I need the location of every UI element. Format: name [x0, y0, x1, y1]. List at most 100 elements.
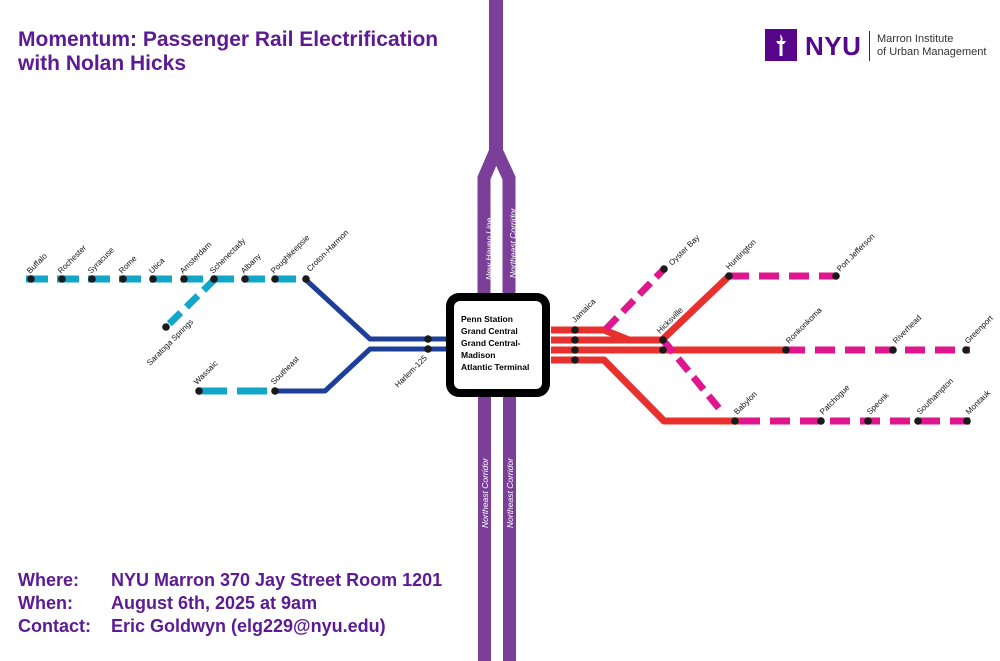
when-label: When:	[18, 593, 73, 613]
lirr-babylon-branch	[551, 356, 740, 425]
northeast-corridor-label-right: Northeast Corridor	[505, 457, 515, 528]
station-dot-jamaica-4	[571, 356, 579, 364]
station-label-patchogue: Patchogue	[818, 383, 852, 417]
nyu-wordmark: NYU	[805, 31, 862, 61]
station-dot-amsterdam	[180, 275, 188, 283]
station-label-poughkeepsie: Poughkeepsie	[269, 233, 312, 276]
station-dot-saratoga-springs	[162, 323, 170, 331]
station-label-rochester: Rochester	[56, 243, 88, 275]
northeast-corridor-branch	[490, 147, 516, 300]
where-label: Where:	[18, 570, 80, 590]
institute-line-1: Marron Institute	[877, 33, 954, 45]
station-label-ronkonkoma: Ronkonkoma	[784, 305, 824, 345]
station-label-rome: Rome	[117, 254, 139, 276]
station-label-southeast: Southeast	[269, 354, 301, 386]
where-value: NYU Marron 370 Jay Street Room 1201	[111, 570, 443, 590]
empire-corridor	[26, 275, 306, 395]
institute-line-2: of Urban Management	[877, 46, 987, 58]
station-dot-utica	[149, 275, 157, 283]
station-label-speonk: Speonk	[865, 390, 891, 416]
station-dot-rochester	[58, 275, 66, 283]
station-label-southampton: Southampton	[915, 376, 955, 416]
hudson-line	[303, 277, 450, 342]
oyster-bay-branch-dashed	[603, 265, 668, 332]
station-label-jamaica: Jamaica	[570, 297, 598, 325]
northeast-corridor-label-left: Northeast Corridor	[480, 457, 490, 528]
station-dot-hicksville-a	[659, 336, 667, 344]
station-dot-ronkonkoma	[782, 346, 790, 354]
hub-box: Penn Station Grand Central Grand Central…	[446, 293, 550, 397]
station-dot-greenport	[962, 346, 970, 354]
station-label-croton-harmon: Croton-Harmon	[305, 228, 350, 273]
event-details: Where: NYU Marron 370 Jay Street Room 120…	[18, 569, 442, 638]
hub-label-1: Penn Station	[461, 314, 513, 324]
station-dot-jamaica-2	[571, 336, 579, 344]
station-dots	[27, 265, 971, 425]
lirr-extension-lines	[603, 265, 972, 425]
new-haven-line-label: New Haven Line	[484, 217, 494, 280]
station-dot-speonk	[864, 417, 872, 425]
station-dot-harlem-125-a	[424, 335, 432, 343]
event-title-line-2: with Nolan Hicks	[18, 52, 187, 75]
station-label-wassaic: Wassaic	[192, 359, 220, 387]
contact-row: Contact:Eric Goldwyn (elg229@nyu.edu)	[18, 615, 442, 638]
station-dot-oyster-bay	[660, 265, 668, 273]
hub-label-2: Grand Central	[461, 326, 518, 336]
northeast-corridor-south-left	[478, 390, 491, 661]
station-dot-southeast	[271, 387, 279, 395]
station-label-montauk: Montauk	[964, 388, 993, 417]
station-dot-rome	[119, 275, 127, 283]
station-dot-riverhead	[889, 346, 897, 354]
event-title: Momentum: Passenger Rail Electrification…	[18, 28, 438, 76]
station-dot-hicksville-b	[659, 346, 667, 354]
marron-institute-name: Marron Institute of Urban Management	[877, 33, 986, 59]
station-dot-port-jefferson	[832, 272, 840, 280]
station-dot-syracuse	[88, 275, 96, 283]
station-label-huntington: Huntington	[724, 238, 758, 272]
station-label-riverhead: Riverhead	[891, 313, 923, 345]
station-dot-babylon	[731, 417, 739, 425]
station-dot-jamaica-1	[571, 326, 579, 334]
station-label-saratoga-springs: Saratoga Springs	[145, 317, 195, 367]
when-value: August 6th, 2025 at 9am	[111, 593, 318, 613]
where-row: Where: NYU Marron 370 Jay Street Room 120…	[18, 569, 442, 592]
station-label-harlem-125: Harlem-125	[393, 353, 429, 389]
station-label-port-jefferson: Port Jefferson	[835, 232, 876, 273]
station-dot-patchogue	[817, 417, 825, 425]
new-haven-line-branch	[477, 147, 502, 300]
station-dot-wassaic	[195, 387, 203, 395]
station-label-albany: Albany	[239, 252, 263, 276]
northeast-corridor-south-right	[503, 390, 516, 661]
station-label-greenport: Greenport	[963, 313, 995, 345]
saratoga-branch-dashed	[162, 276, 218, 331]
station-dot-schenectady	[210, 275, 218, 283]
northeast-corridor-label-top: Northeast Corridor	[508, 207, 518, 278]
nyu-torch-icon	[765, 29, 797, 61]
event-title-line-1: Momentum: Passenger Rail Electrification	[18, 28, 439, 51]
hub-label-3: Grand Central-	[461, 338, 521, 348]
station-dot-albany	[241, 275, 249, 283]
new-haven-line-corridor	[489, 0, 503, 155]
hicksville-babylon-connector-dashed	[660, 337, 725, 415]
station-dot-montauk	[963, 417, 971, 425]
logo-divider	[869, 31, 870, 61]
hudson-harlem-lines	[277, 277, 450, 394]
station-label-babylon: Babylon	[732, 390, 759, 417]
hub-label-5: Atlantic Terminal	[461, 362, 529, 372]
station-dot-harlem-125-b	[424, 345, 432, 353]
station-dot-huntington	[725, 272, 733, 280]
contact-label: Contact:	[18, 616, 91, 636]
station-label-oyster-bay: Oyster Bay	[667, 233, 701, 267]
hub-label-4: Madison	[461, 350, 495, 360]
station-dot-croton-harmon	[302, 275, 310, 283]
station-dot-poughkeepsie	[271, 275, 279, 283]
when-row: When: August 6th, 2025 at 9am	[18, 592, 442, 615]
station-label-buffalo: Buffalo	[25, 251, 49, 275]
harlem-line	[277, 346, 450, 394]
corridor-lines	[477, 0, 516, 661]
station-label-syracuse: Syracuse	[86, 245, 116, 275]
lirr-huntington-branch	[659, 273, 732, 343]
station-dot-jamaica-3	[571, 346, 579, 354]
station-dot-southampton	[914, 417, 922, 425]
